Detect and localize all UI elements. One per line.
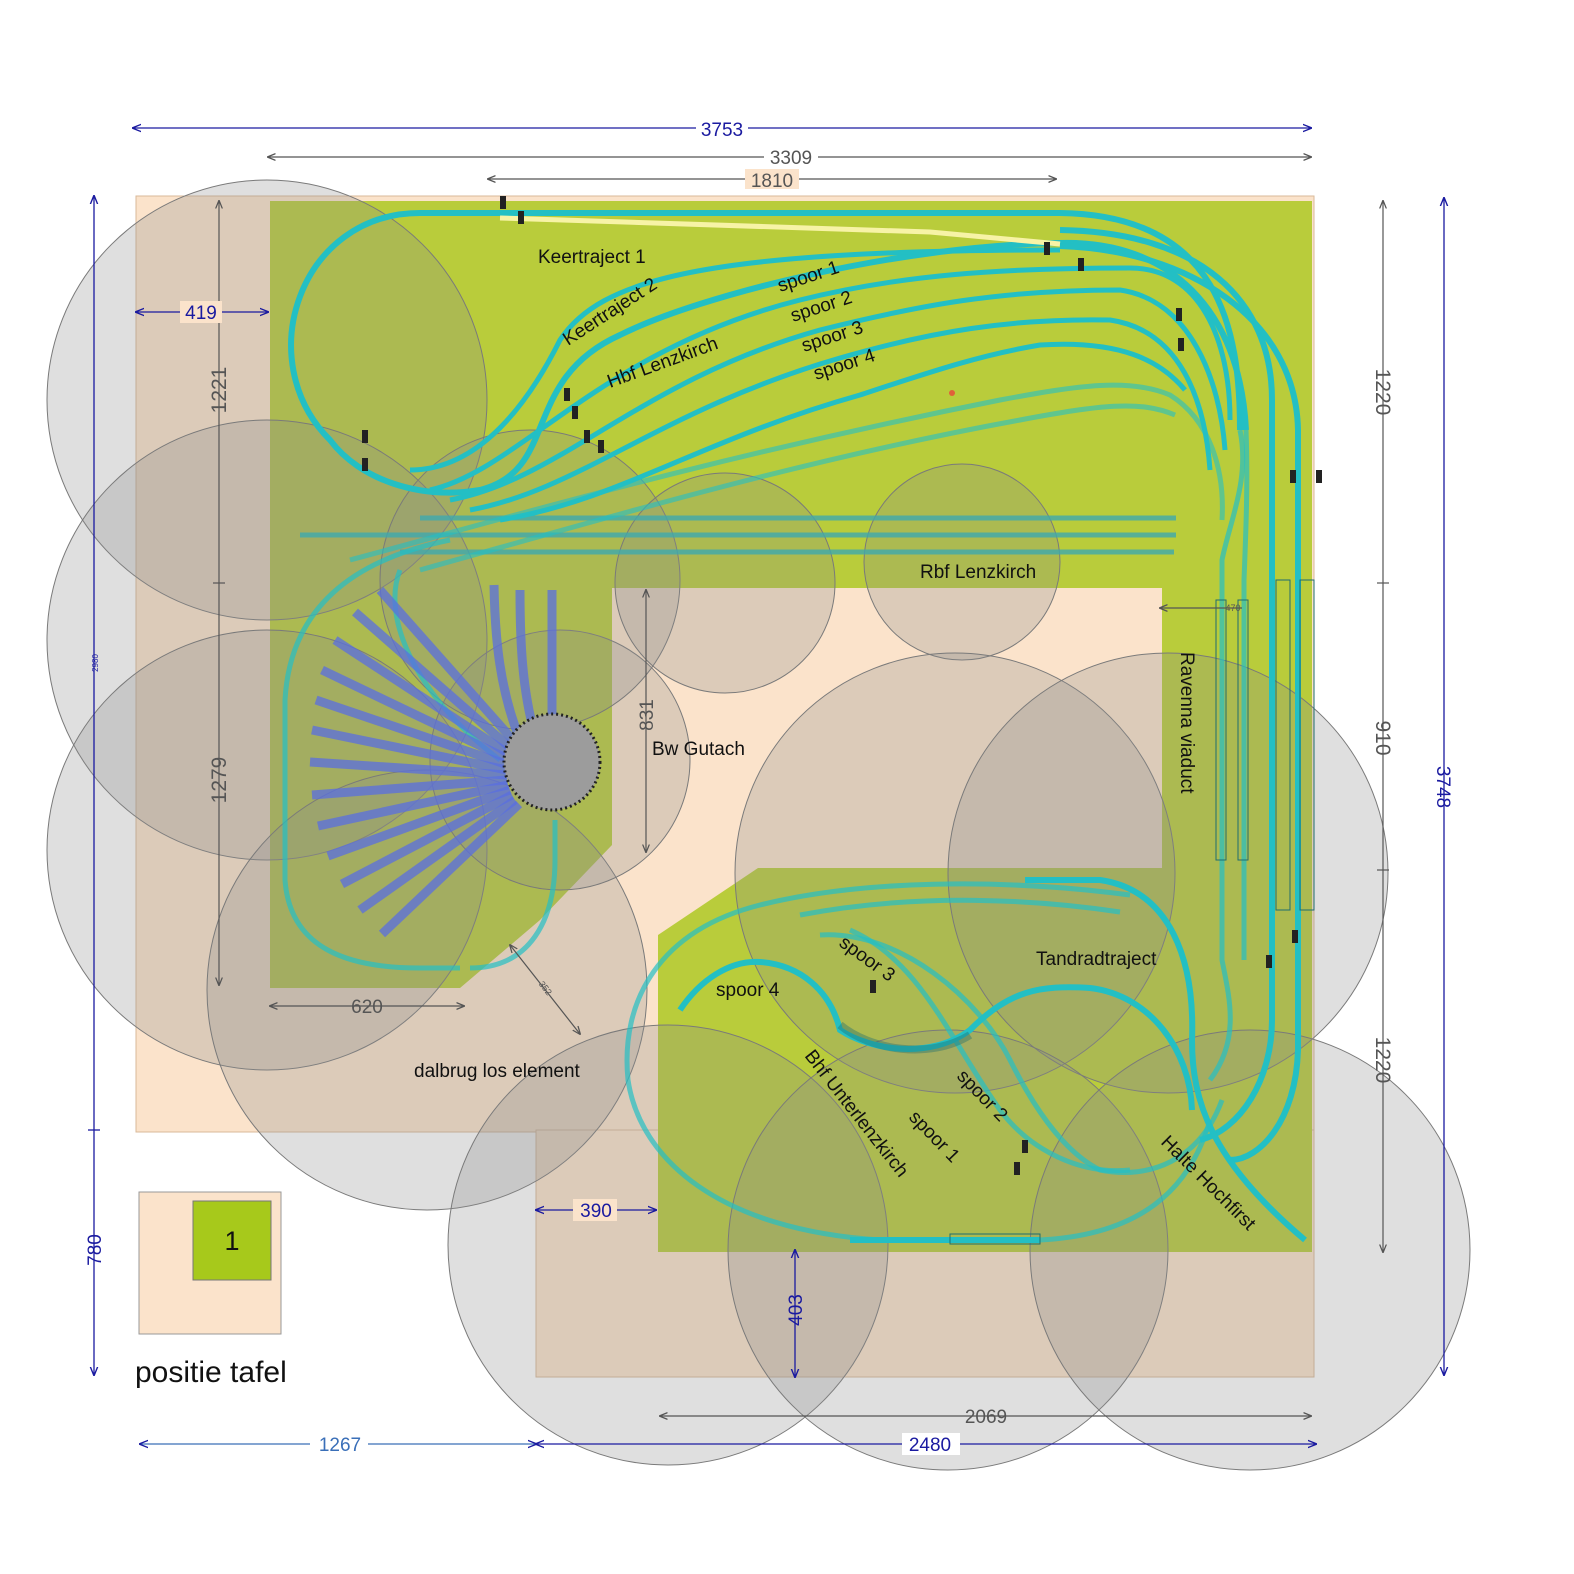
label-ravenna-viaduct: Ravenna viaduct [1176,652,1197,794]
lower-tracks [624,877,1307,1245]
dim-inner-831: 831 [637,699,658,731]
dim-bottom-1267: 1267 [319,1435,361,1456]
right-viaduct-tracks [1059,227,1315,1163]
signals [362,196,1322,1175]
dim-right-910: 910 [1371,720,1394,755]
label-rbf-lenzkirch: Rbf Lenzkirch [920,562,1036,583]
turntable [502,712,602,812]
dim-left-height-2980: 2980 [91,654,100,672]
label-bw-gutach: Bw Gutach [652,739,745,760]
legend-table-number: 1 [224,1226,239,1256]
legend-table-position: 1 positie tafel [135,1191,287,1389]
label-tandradtraject: Tandradtraject [1036,949,1157,970]
turntable-stalls [309,584,557,938]
dim-right-1220-bottom: 1220 [1371,1037,1394,1084]
legend-caption: positie tafel [135,1356,287,1389]
dim-width-1810: 1810 [751,171,793,192]
upper-tracks [288,210,1249,573]
label-keertraject-1: Keertraject 1 [538,247,646,268]
dim-total-width: 3753 [701,120,743,141]
label-spoor-4-bottom: spoor 4 [716,980,780,1001]
dim-bottom-2480: 2480 [909,1435,951,1456]
dim-left-419: 419 [185,303,217,324]
dim-inner-1279: 1279 [208,757,231,804]
dim-gap-390: 390 [580,1201,612,1222]
dim-bottom-2069: 2069 [965,1407,1007,1428]
dim-inner-470: 470 [1225,603,1240,613]
dim-inner-1221: 1221 [208,367,231,414]
label-dalbrug: dalbrug los element [414,1061,581,1082]
dim-inner-620: 620 [351,997,383,1018]
dim-left-height-780: 780 [85,1234,106,1266]
dim-width-3309: 3309 [770,148,812,169]
dim-right-1220-top: 1220 [1371,369,1394,416]
dim-right-height-3748: 3748 [1432,766,1453,808]
dim-gap-403: 403 [786,1294,807,1326]
